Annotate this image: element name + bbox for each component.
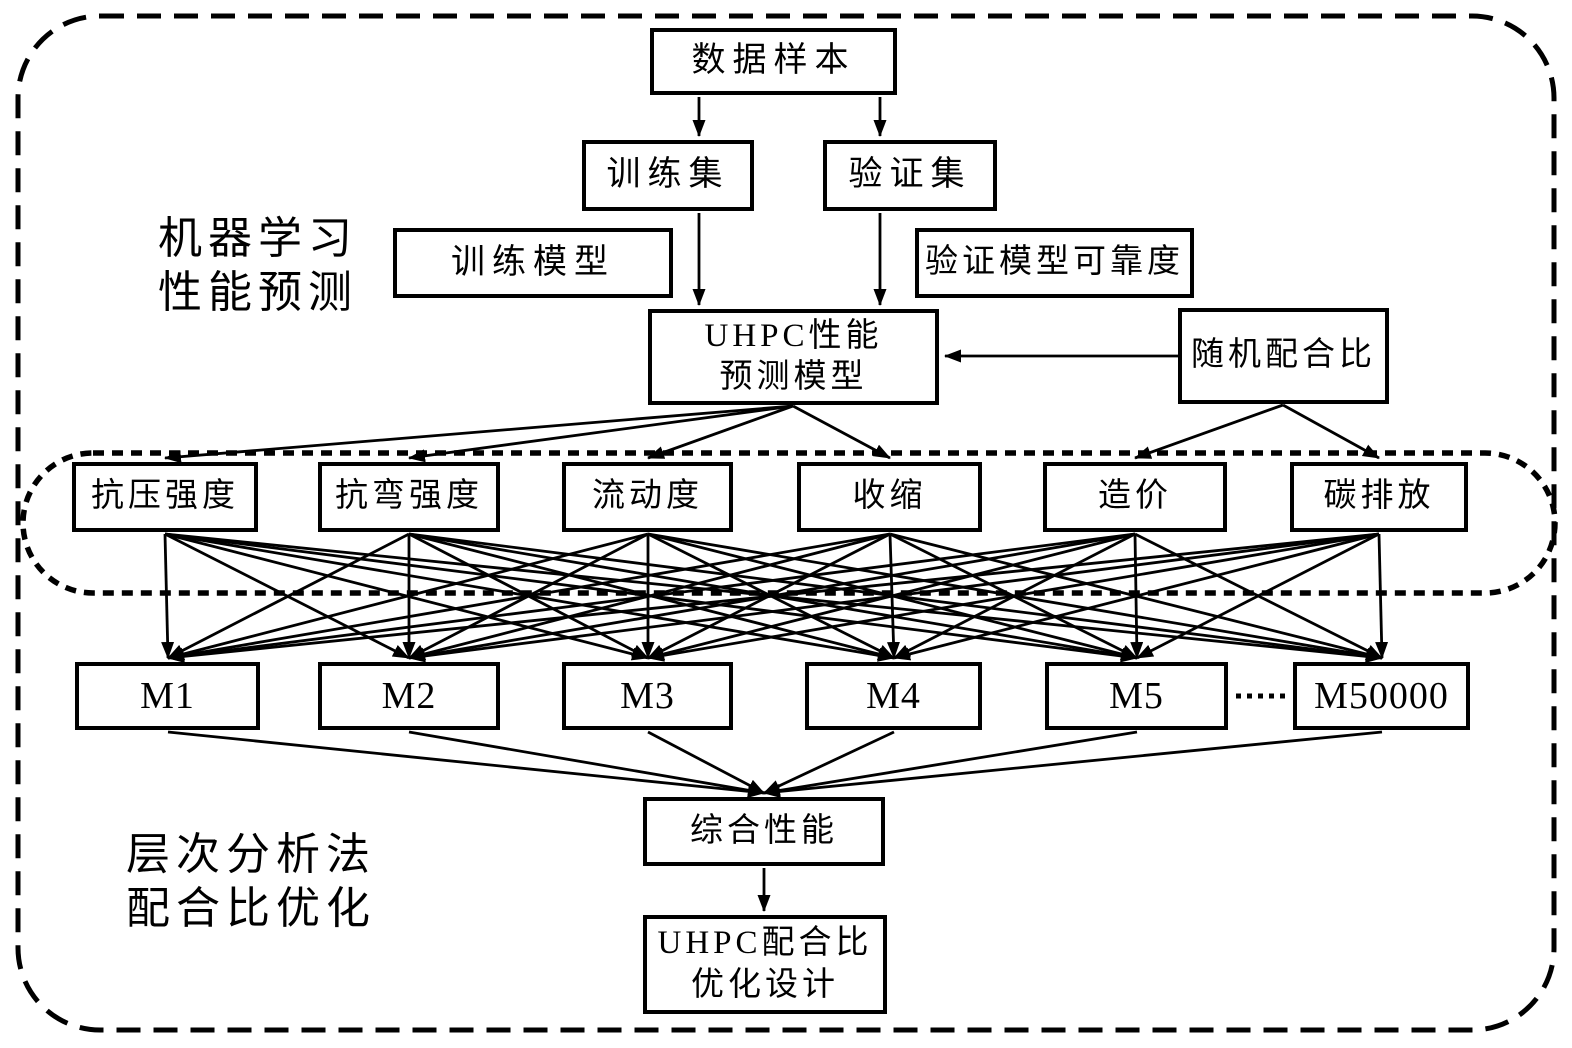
section-label-ahp: 层次分析法 配合比优化	[126, 828, 376, 935]
node-train-model-label: 训练模型	[451, 243, 615, 281]
mix-label: M4	[866, 675, 921, 717]
node-mix-m4: M4	[805, 662, 982, 730]
node-uhpc-mix-optimization-design: UHPC配合比 优化设计	[643, 915, 887, 1014]
criteria-label: 收缩	[852, 478, 927, 515]
node-data-sample-label: 数据样本	[691, 42, 856, 80]
node-mix-m50000: M50000	[1293, 662, 1470, 730]
node-training-set-label: 训练集	[606, 156, 730, 194]
node-criteria-flowability: 流动度	[562, 462, 733, 532]
ml-label-line1: 机器学习	[158, 214, 358, 263]
node-validation-set-label: 验证集	[848, 156, 972, 194]
ahp-label-line2: 配合比优化	[126, 883, 376, 933]
node-uhpc-model-line2: 预测模型	[719, 359, 868, 395]
mix-label: M2	[381, 675, 437, 717]
node-criteria-compressive-strength: 抗压强度	[72, 462, 258, 532]
criteria-label: 抗压强度	[91, 478, 239, 515]
section-label-machine-learning: 机器学习 性能预测	[158, 212, 358, 319]
node-final-line2: 优化设计	[691, 966, 839, 1003]
node-criteria-cost: 造价	[1043, 462, 1227, 532]
node-uhpc-model-line1: UHPC性能	[704, 317, 883, 354]
criteria-label: 抗弯强度	[335, 478, 483, 515]
ml-label-line2: 性能预测	[158, 267, 358, 317]
edges	[161, 97, 1389, 912]
node-training-set: 训练集	[582, 140, 754, 211]
node-comprehensive-performance: 综合性能	[643, 797, 885, 866]
mix-label: M5	[1109, 675, 1164, 717]
node-final-line1: UHPC配合比	[657, 925, 873, 962]
node-validate-model: 验证模型可靠度	[915, 228, 1194, 298]
ahp-label-line1: 层次分析法	[126, 830, 376, 879]
criteria-label: 造价	[1098, 478, 1172, 515]
node-comprehensive-label: 综合性能	[690, 812, 838, 849]
node-validation-set: 验证集	[823, 140, 997, 211]
node-criteria-flexural-strength: 抗弯强度	[318, 462, 500, 532]
node-data-sample: 数据样本	[650, 28, 897, 95]
node-random-mix: 随机配合比	[1178, 308, 1389, 404]
node-mix-m3: M3	[562, 662, 733, 730]
mix-label: M50000	[1314, 675, 1449, 717]
node-criteria-shrinkage: 收缩	[797, 462, 982, 532]
node-random-mix-label: 随机配合比	[1191, 337, 1376, 374]
node-validate-model-label: 验证模型可靠度	[925, 244, 1184, 281]
node-mix-m5: M5	[1045, 662, 1228, 730]
node-criteria-carbon-emission: 碳排放	[1290, 462, 1468, 532]
criteria-label: 流动度	[592, 478, 703, 515]
mix-label: M1	[140, 675, 195, 717]
criteria-label: 碳排放	[1323, 478, 1435, 515]
node-train-model: 训练模型	[393, 228, 673, 298]
node-mix-m2: M2	[318, 662, 500, 730]
node-uhpc-prediction-model: UHPC性能 预测模型	[648, 309, 939, 405]
node-mix-m1: M1	[75, 662, 260, 730]
mix-label: M3	[620, 675, 675, 717]
